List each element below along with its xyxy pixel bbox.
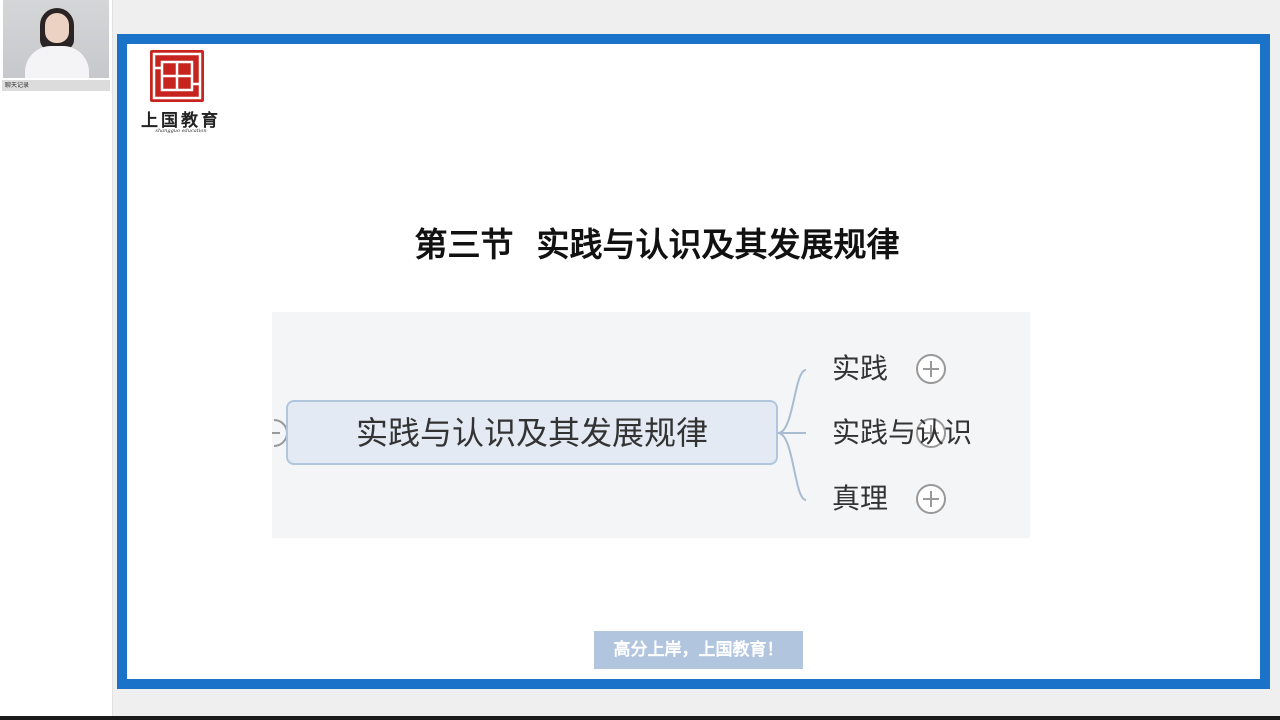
logo-text: 上国教育 [141, 111, 221, 131]
plus-circle-icon[interactable] [916, 354, 946, 384]
plus-circle-icon[interactable] [916, 418, 946, 448]
presentation-slide: 上国教育 shangguo education 上国文职 bilibili 第三节… [127, 44, 1260, 679]
mindmap: 实践与认识及其发展规律 实践 实践与认识 真理 [272, 312, 1030, 538]
slide-title: 第三节 实践与认识及其发展规律 [414, 225, 900, 264]
watermark-brand: bilibili [1161, 44, 1233, 62]
mindmap-central-node[interactable]: 实践与认识及其发展规律 [286, 400, 778, 465]
mindmap-branch-practice-cognition[interactable]: 实践与认识 [832, 416, 973, 449]
logo-subtitle: shangguo education [155, 128, 207, 134]
mindmap-connectors [272, 354, 946, 514]
slogan-caption: 高分上岸，上国教育！ [594, 631, 803, 669]
mindmap-branch-truth[interactable]: 真理 [832, 482, 889, 515]
plus-circle-icon[interactable] [916, 484, 946, 514]
participant-panel: 聊天记录 [0, 0, 113, 720]
chat-history-tab[interactable]: 聊天记录 [2, 80, 110, 91]
logo-seal-icon [150, 50, 204, 102]
mindmap-branch-practice[interactable]: 实践 [832, 352, 889, 385]
watermark: 上国文职 bilibili [1059, 44, 1233, 64]
watermark-text: 上国文职 [1059, 44, 1152, 63]
presenter-webcam [3, 0, 109, 78]
taskbar-strip [0, 716, 1280, 720]
